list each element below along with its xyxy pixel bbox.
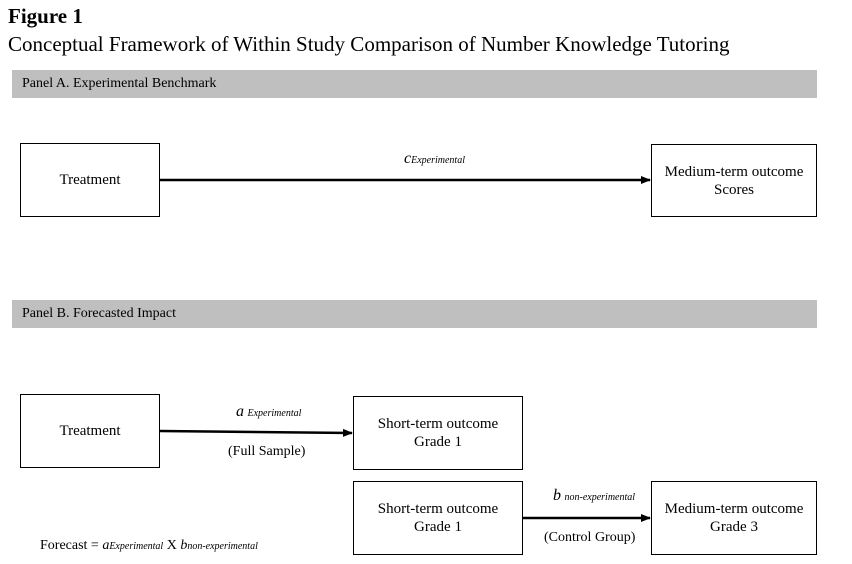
short-box-1-line1: Short-term outcome [377, 416, 499, 432]
panel-b-header: Panel B. Forecasted Impact [12, 300, 817, 328]
arrow-a-note: (Full Sample) [228, 444, 306, 459]
panel-b-short-term-box-2: Short-term outcome Grade 1 [353, 481, 523, 555]
panel-a-outcome-box: Medium-term outcome Scores [651, 144, 817, 217]
panel-a-outcome-line2: Scores [714, 181, 754, 198]
panel-b-treatment-box: Treatment [20, 394, 160, 468]
medium-box-line2: Grade 3 [710, 519, 758, 535]
short-box-2-line2: Grade 1 [414, 519, 462, 535]
panel-b-treatment-label: Treatment [59, 423, 121, 439]
medium-box-line1: Medium-term outcome [664, 501, 804, 517]
panel-b-arrow-a [159, 428, 353, 437]
arrow-b-label: b non-experimental [553, 487, 636, 504]
panel-b-medium-term-box: Medium-term outcome Grade 3 [651, 481, 817, 555]
panel-a-arrow-label: cExperimental [404, 150, 465, 167]
arrow-a-label: a Experimental [236, 403, 302, 420]
panel-b-short-term-box-1: Short-term outcome Grade 1 [353, 396, 523, 470]
forecast-formula: Forecast = aExperimental X bnon-experime… [40, 538, 258, 553]
figure-label: Figure 1 [8, 4, 83, 28]
arrow-b-note: (Control Group) [544, 530, 636, 545]
short-box-1-line2: Grade 1 [414, 434, 462, 450]
short-box-2-line1: Short-term outcome [377, 501, 499, 517]
figure-title: Conceptual Framework of Within Study Com… [8, 32, 730, 56]
panel-a-outcome-line1: Medium-term outcome [664, 163, 804, 180]
panel-a-treatment-box: Treatment [20, 143, 160, 217]
panel-a-treatment-label: Treatment [59, 172, 121, 188]
panel-a-header: Panel A. Experimental Benchmark [12, 70, 817, 98]
